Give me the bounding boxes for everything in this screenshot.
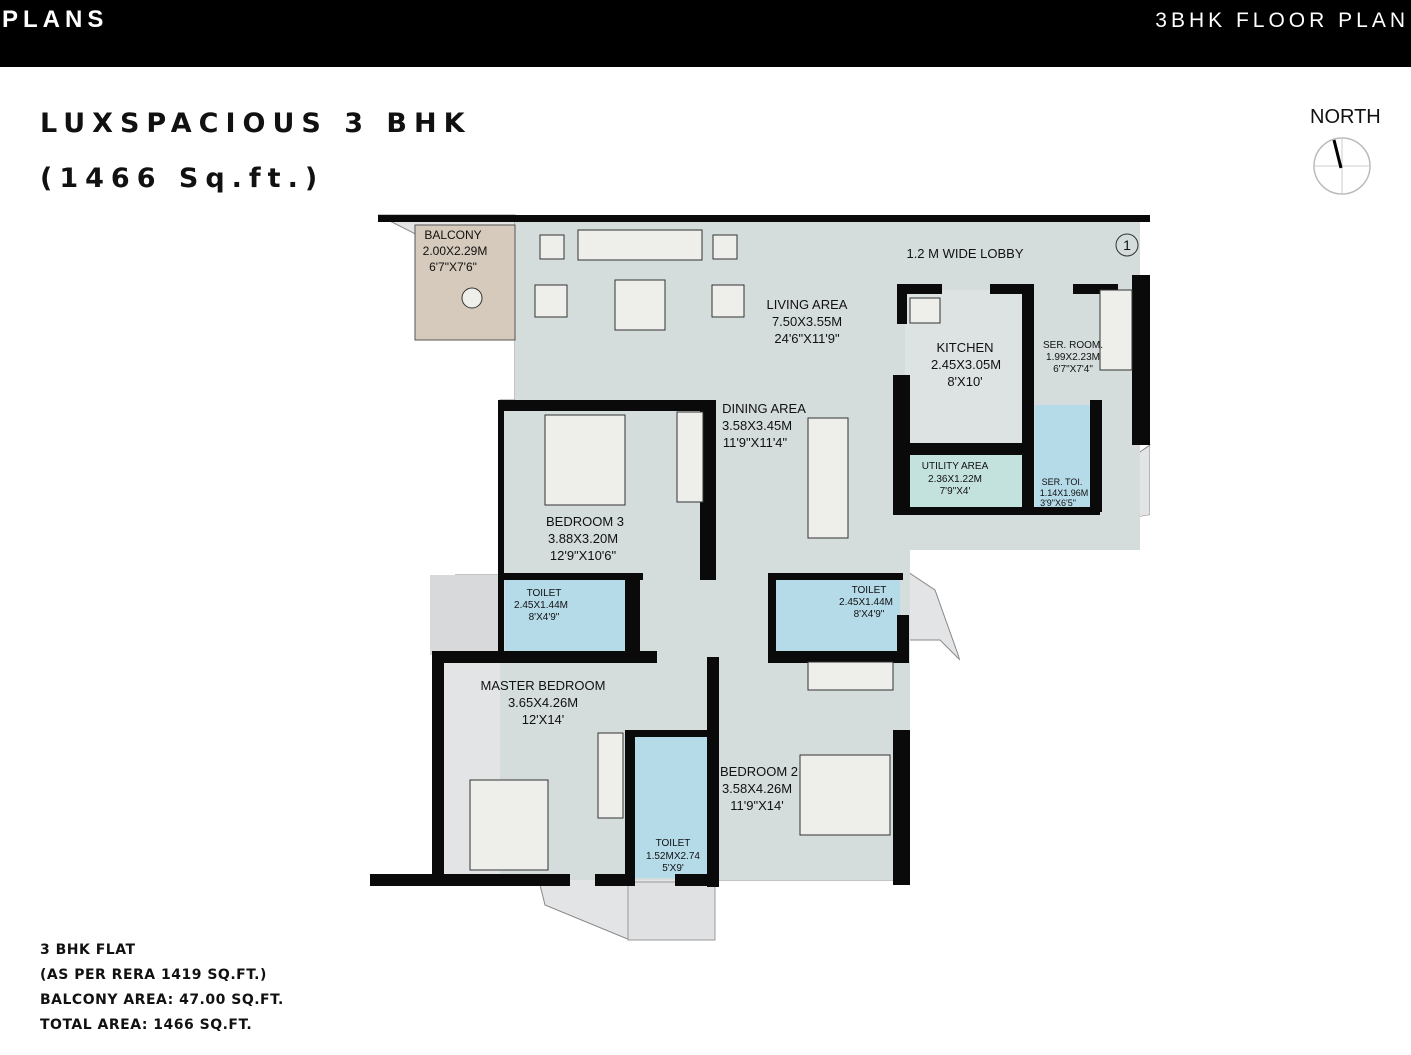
svg-text:2.00X2.29M: 2.00X2.29M — [423, 244, 488, 258]
page-title: 3BHK FLOOR PLAN — [1155, 9, 1409, 32]
room-label-balcony: BALCONY 2.00X2.29M 6'7"X7'6" — [423, 228, 488, 274]
toilet-master-floor — [633, 735, 712, 878]
room-label-ser-toilet: SER. TOI. 1.14X1.96M 3'9"X6'5" — [1040, 477, 1089, 508]
svg-text:6'7"X7'6": 6'7"X7'6" — [429, 260, 477, 274]
svg-text:1: 1 — [1123, 237, 1131, 253]
svg-text:1.99X2.23M: 1.99X2.23M — [1046, 352, 1100, 363]
svg-text:TOILET: TOILET — [527, 588, 562, 599]
room-label-bedroom2: BEDROOM 2 3.58X4.26M 11'9"X14' — [720, 764, 798, 813]
svg-text:UTILITY AREA: UTILITY AREA — [922, 461, 989, 472]
toilet-left-floor — [505, 578, 632, 652]
note-balcony-area: BALCONY AREA: 47.00 SQ.FT. — [40, 992, 284, 1008]
svg-text:KITCHEN: KITCHEN — [936, 340, 993, 355]
room-label-ser-room: SER. ROOM. 1.99X2.23M 6'7"X7'4" — [1043, 340, 1103, 375]
svg-text:BALCONY: BALCONY — [424, 228, 481, 242]
plan-area: (1466 Sq.ft.) — [40, 163, 325, 194]
balcony-floor — [414, 224, 516, 341]
svg-text:SER. ROOM.: SER. ROOM. — [1043, 340, 1103, 351]
svg-text:2.36X1.22M: 2.36X1.22M — [928, 474, 982, 485]
room-label-master-bedroom: MASTER BEDROOM 3.65X4.26M 12'X14' — [481, 678, 606, 727]
utility-floor — [910, 455, 1025, 512]
note-total-area: TOTAL AREA: 1466 SQ.FT. — [40, 1017, 253, 1033]
room-label-toilet-left: TOILET 2.45X1.44M 8'X4'9" — [514, 588, 568, 623]
furniture — [461, 229, 1133, 871]
room-label-bedroom3: BEDROOM 3 3.88X3.20M 12'9"X10'6" — [546, 514, 624, 563]
svg-text:8'X4'9": 8'X4'9" — [854, 609, 885, 620]
svg-text:1.14X1.96M: 1.14X1.96M — [1040, 488, 1089, 498]
room-label-dining: DINING AREA 3.58X3.45M 11'9"X11'4" — [722, 401, 806, 450]
svg-text:3'9"X6'5": 3'9"X6'5" — [1040, 498, 1076, 508]
svg-text:5'X9': 5'X9' — [662, 863, 684, 874]
ser-toilet-floor — [1035, 405, 1093, 512]
walls — [370, 215, 1150, 887]
svg-text:TOILET: TOILET — [656, 838, 691, 849]
area-notes: 3 BHK FLAT (AS PER RERA 1419 SQ.FT.) BAL… — [40, 938, 284, 1038]
note-flat-type: 3 BHK FLAT — [40, 942, 136, 958]
svg-text:3.58X3.45M: 3.58X3.45M — [722, 418, 792, 433]
north-label: NORTH — [1310, 106, 1381, 128]
svg-text:BEDROOM 2: BEDROOM 2 — [720, 764, 798, 779]
svg-text:SER. TOI.: SER. TOI. — [1042, 477, 1083, 487]
svg-text:DINING AREA: DINING AREA — [722, 401, 806, 416]
room-label-kitchen: KITCHEN 2.45X3.05M 8'X10' — [931, 340, 1001, 389]
note-rera-area: (AS PER RERA 1419 SQ.FT.) — [40, 967, 267, 983]
svg-text:1.52MX2.74: 1.52MX2.74 — [646, 851, 700, 862]
svg-text:24'6"X11'9": 24'6"X11'9" — [774, 331, 840, 346]
svg-text:7.50X3.55M: 7.50X3.55M — [772, 314, 842, 329]
svg-text:12'X14': 12'X14' — [522, 712, 565, 727]
room-label-utility: UTILITY AREA 2.36X1.22M 7'9"X4' — [922, 461, 989, 497]
toilet-right-floor — [772, 578, 900, 652]
room-label-toilet-master: TOILET 1.52MX2.74 5'X9' — [646, 838, 700, 874]
svg-text:3.58X4.26M: 3.58X4.26M — [722, 781, 792, 796]
svg-text:11'9"X11'4": 11'9"X11'4" — [723, 435, 788, 450]
plan-title: LUXSPACIOUS 3 BHK — [40, 108, 472, 139]
section-label: PLANS — [2, 6, 109, 33]
svg-text:11'9"X14': 11'9"X14' — [730, 798, 783, 813]
svg-text:3.88X3.20M: 3.88X3.20M — [548, 531, 618, 546]
svg-text:12'9"X10'6": 12'9"X10'6" — [550, 548, 617, 563]
room-label-living: LIVING AREA 7.50X3.55M 24'6"X11'9" — [767, 297, 848, 346]
svg-text:8'X4'9": 8'X4'9" — [529, 612, 560, 623]
svg-text:LIVING AREA: LIVING AREA — [767, 297, 848, 312]
svg-text:MASTER BEDROOM: MASTER BEDROOM — [481, 678, 606, 693]
svg-text:BEDROOM 3: BEDROOM 3 — [546, 514, 624, 529]
header-bar: PLANS 3BHK FLOOR PLAN — [0, 0, 1411, 67]
svg-text:2.45X3.05M: 2.45X3.05M — [931, 357, 1001, 372]
compass-icon — [1313, 137, 1371, 195]
svg-text:7'9"X4': 7'9"X4' — [940, 486, 971, 497]
svg-text:2.45X1.44M: 2.45X1.44M — [839, 597, 893, 608]
svg-text:3.65X4.26M: 3.65X4.26M — [508, 695, 578, 710]
room-label-toilet-right: TOILET 2.45X1.44M 8'X4'9" — [839, 585, 893, 620]
svg-text:TOILET: TOILET — [852, 585, 887, 596]
entry-door[interactable]: 1 — [1115, 233, 1139, 257]
svg-text:8'X10': 8'X10' — [947, 374, 982, 389]
svg-text:2.45X1.44M: 2.45X1.44M — [514, 600, 568, 611]
svg-text:6'7"X7'4": 6'7"X7'4" — [1053, 364, 1093, 375]
room-label-lobby: 1.2 M WIDE LOBBY — [906, 246, 1023, 261]
